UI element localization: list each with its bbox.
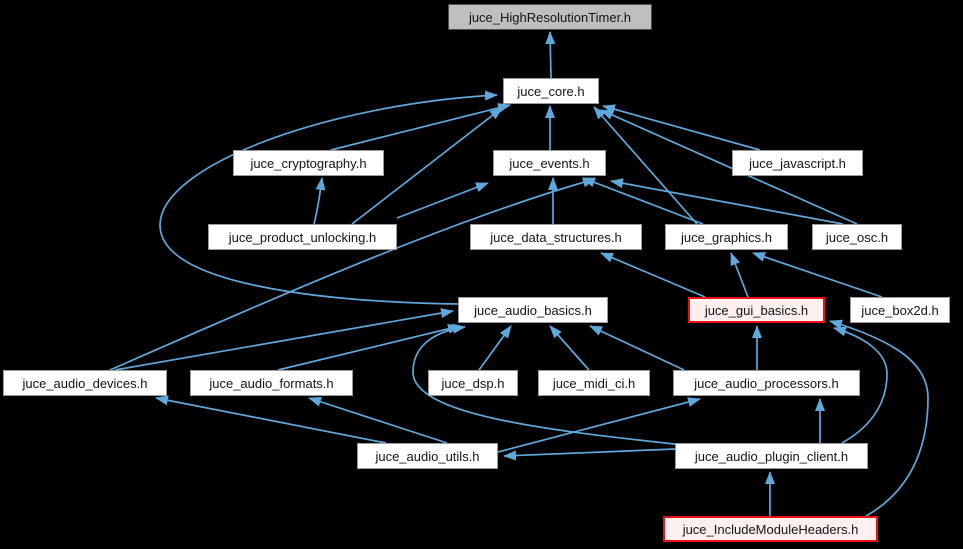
node-juce-audio-devices[interactable]: juce_audio_devices.h	[3, 370, 167, 396]
edge-plugin-client-to-audio-utils	[503, 448, 676, 461]
node-juce-dsp[interactable]: juce_dsp.h	[428, 370, 518, 396]
edge-osc-to-events	[610, 178, 844, 225]
node-juce-high-resolution-timer: juce_HighResolutionTimer.h	[448, 4, 652, 30]
node-juce-javascript[interactable]: juce_javascript.h	[732, 150, 863, 176]
edge-audio-devices-to-events	[109, 177, 596, 371]
edge-dsp-to-audio-basics	[478, 325, 512, 371]
edge-include-module-headers-to-gui-basics	[829, 319, 929, 517]
node-juce-audio-plugin-client[interactable]: juce_audio_plugin_client.h	[675, 443, 868, 469]
edge-product-unlocking-to-events	[396, 182, 489, 219]
node-juce-data-structures[interactable]: juce_data_structures.h	[470, 224, 642, 250]
edge-osc-to-core	[600, 109, 858, 225]
node-juce-audio-formats[interactable]: juce_audio_formats.h	[190, 370, 353, 396]
edge-product-unlocking-to-cryptography	[313, 177, 326, 225]
edge-box2d-to-graphics	[752, 252, 883, 298]
edge-core-to-hrt	[545, 31, 556, 79]
edge-gui-basics-to-data-structures	[600, 252, 706, 298]
node-juce-audio-utils[interactable]: juce_audio_utils.h	[357, 443, 498, 469]
edge-audio-basics-to-core	[159, 90, 498, 305]
node-juce-graphics[interactable]: juce_graphics.h	[665, 224, 788, 250]
edge-plugin-client-to-gui-basics	[833, 326, 888, 444]
node-juce-audio-basics[interactable]: juce_audio_basics.h	[458, 297, 608, 323]
edge-audio-devices-to-audio-basics	[114, 308, 454, 371]
node-juce-osc[interactable]: juce_osc.h	[812, 224, 902, 250]
edge-graphics-to-events	[582, 177, 704, 225]
node-juce-core[interactable]: juce_core.h	[503, 78, 599, 104]
node-juce-events[interactable]: juce_events.h	[493, 150, 606, 176]
edge-audio-utils-to-audio-formats	[308, 396, 448, 444]
edge-audio-utils-to-audio-devices	[155, 395, 387, 444]
edge-product-unlocking-to-core	[351, 107, 503, 225]
edge-midi-ci-to-audio-basics	[549, 325, 590, 371]
node-juce-product-unlocking[interactable]: juce_product_unlocking.h	[208, 224, 397, 250]
node-juce-audio-processors[interactable]: juce_audio_processors.h	[673, 370, 860, 396]
edge-cryptography-to-core	[330, 103, 511, 151]
node-juce-midi-ci[interactable]: juce_midi_ci.h	[538, 370, 650, 396]
node-juce-cryptography[interactable]: juce_cryptography.h	[233, 150, 384, 176]
edge-audio-utils-to-audio-processors	[497, 397, 701, 453]
node-juce-box2d[interactable]: juce_box2d.h	[850, 297, 950, 323]
edge-gui-basics-to-graphics	[730, 252, 749, 298]
node-juce-include-module-headers[interactable]: juce_IncludeModuleHeaders.h	[663, 516, 878, 542]
node-juce-gui-basics[interactable]: juce_gui_basics.h	[688, 297, 825, 323]
edge-audio-processors-to-audio-basics	[589, 325, 685, 371]
edge-graphics-to-core	[593, 106, 698, 225]
edge-audio-formats-to-audio-basics	[277, 323, 461, 371]
edge-plugin-client-to-audio-basics	[412, 323, 684, 446]
edge-javascript-to-core	[602, 104, 761, 151]
